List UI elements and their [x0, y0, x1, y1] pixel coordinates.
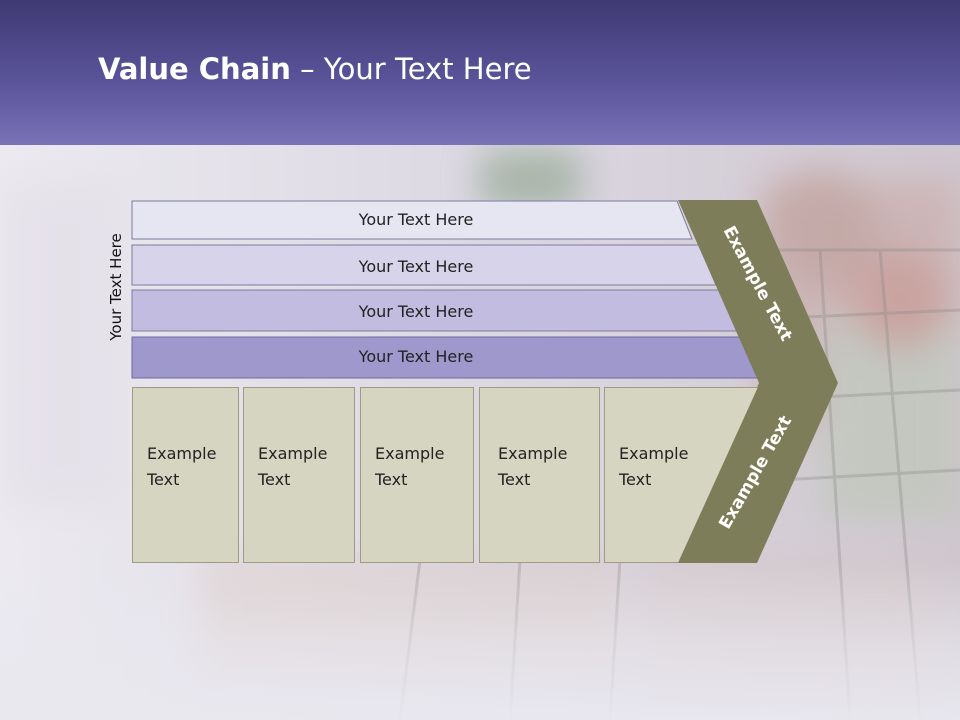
box-2-line2: Text [258, 470, 291, 489]
box-3-line1: Example [375, 444, 445, 463]
box-2-line1: Example [258, 444, 328, 463]
box-1-line1: Example [147, 444, 217, 463]
reflection-fade [0, 563, 960, 720]
box-4-line1: Example [498, 444, 568, 463]
title-banner [0, 0, 960, 145]
box-5-line2: Text [619, 470, 652, 489]
bars: Your Text Here Your Text Here Your Text … [131, 200, 764, 379]
box-5-line1: Example [619, 444, 689, 463]
bar-label-4: Your Text Here [358, 347, 474, 366]
box-3-line2: Text [375, 470, 408, 489]
bar-shape-1 [131, 200, 693, 240]
bar-label-1: Your Text Here [358, 210, 474, 229]
box-4-line2: Text [498, 470, 531, 489]
page-title: Value Chain – Your Text Here [98, 52, 532, 86]
box-1-line2: Text [147, 470, 180, 489]
bar-label-2: Your Text Here [358, 257, 474, 276]
chevron-arrow [677, 200, 838, 563]
bar-label-3: Your Text Here [358, 302, 474, 321]
